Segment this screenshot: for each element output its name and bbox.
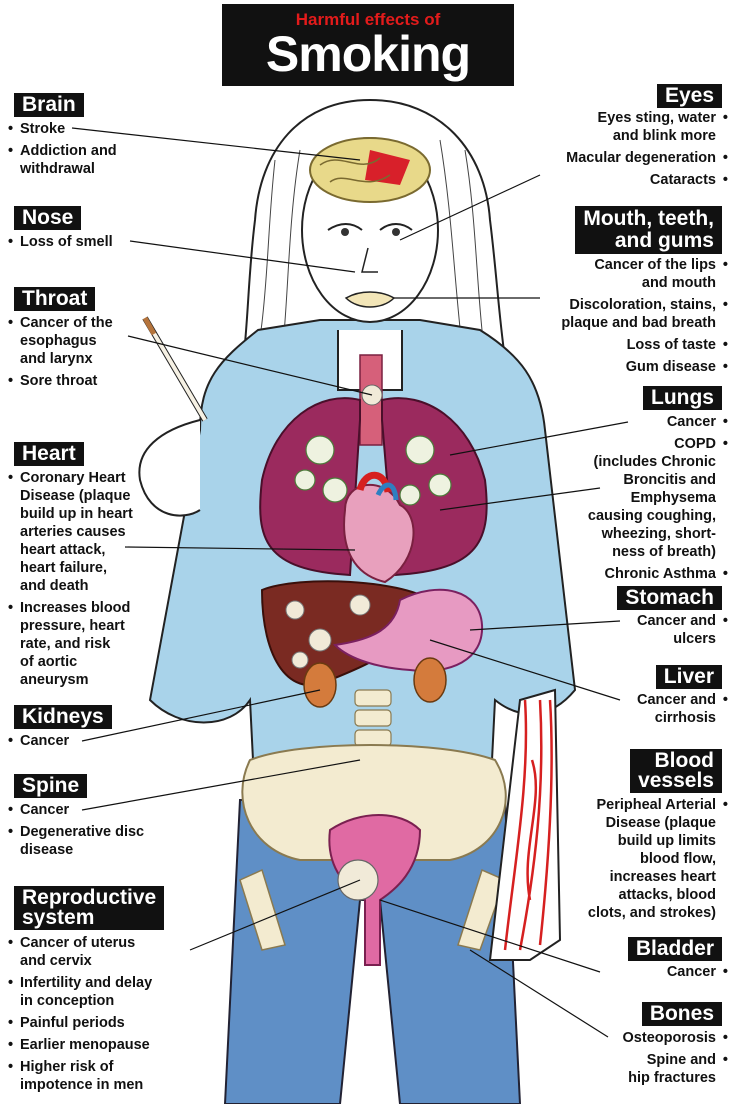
lungs-heading: Lungs bbox=[643, 386, 722, 410]
list-item: Gum disease bbox=[488, 358, 728, 376]
list-item: Cancer bbox=[528, 413, 728, 431]
blood-vessels-heading: Blood vessels bbox=[630, 749, 722, 793]
eyes-heading: Eyes bbox=[656, 84, 722, 108]
list-item: Discoloration, stains,plaque and bad bre… bbox=[488, 296, 728, 332]
list-item: Sore throat bbox=[8, 372, 188, 390]
bones-heading: Bones bbox=[641, 1002, 722, 1026]
title-main: Smoking bbox=[265, 26, 471, 82]
bladder-heading: Bladder bbox=[627, 937, 722, 961]
throat-heading: Throat bbox=[14, 287, 96, 311]
heart-heading: Heart bbox=[14, 442, 84, 466]
list-item: Osteoporosis bbox=[568, 1029, 728, 1047]
bladder-effects: Cancer bbox=[568, 963, 728, 985]
reproductive-heading: Reproductive system bbox=[14, 886, 165, 930]
list-item: Loss of smell bbox=[8, 233, 188, 251]
kidneys-heading: Kidneys bbox=[14, 705, 112, 729]
liver-heading: Liver bbox=[655, 665, 722, 689]
nose-heading: Nose bbox=[14, 206, 82, 230]
nose-effects: Loss of smell bbox=[8, 233, 188, 255]
brain-heading: Brain bbox=[14, 93, 84, 117]
list-item: Cancer bbox=[8, 801, 188, 819]
list-item: Loss of taste bbox=[488, 336, 728, 354]
pelvis bbox=[241, 744, 507, 861]
list-item: Stroke bbox=[8, 120, 188, 138]
list-item: Painful periods bbox=[8, 1014, 208, 1032]
kidneys-effects: Cancer bbox=[8, 732, 188, 754]
mouth-heading: Mouth, teeth, and gums bbox=[575, 206, 722, 254]
title-subtitle: Harmful effects of bbox=[295, 10, 441, 29]
list-item: Chronic Asthma bbox=[528, 565, 728, 583]
heart-organ bbox=[343, 483, 415, 584]
spine-heading: Spine bbox=[14, 774, 88, 798]
list-item: Cancer bbox=[568, 963, 728, 981]
list-item: Earlier menopause bbox=[8, 1036, 208, 1054]
stomach-heading: Stomach bbox=[617, 586, 722, 610]
list-item: Macular degeneration bbox=[508, 149, 728, 167]
list-item: Cataracts bbox=[508, 171, 728, 189]
title-banner: Harmful effects of Smoking bbox=[222, 4, 514, 86]
list-item: Cancer bbox=[8, 732, 188, 750]
